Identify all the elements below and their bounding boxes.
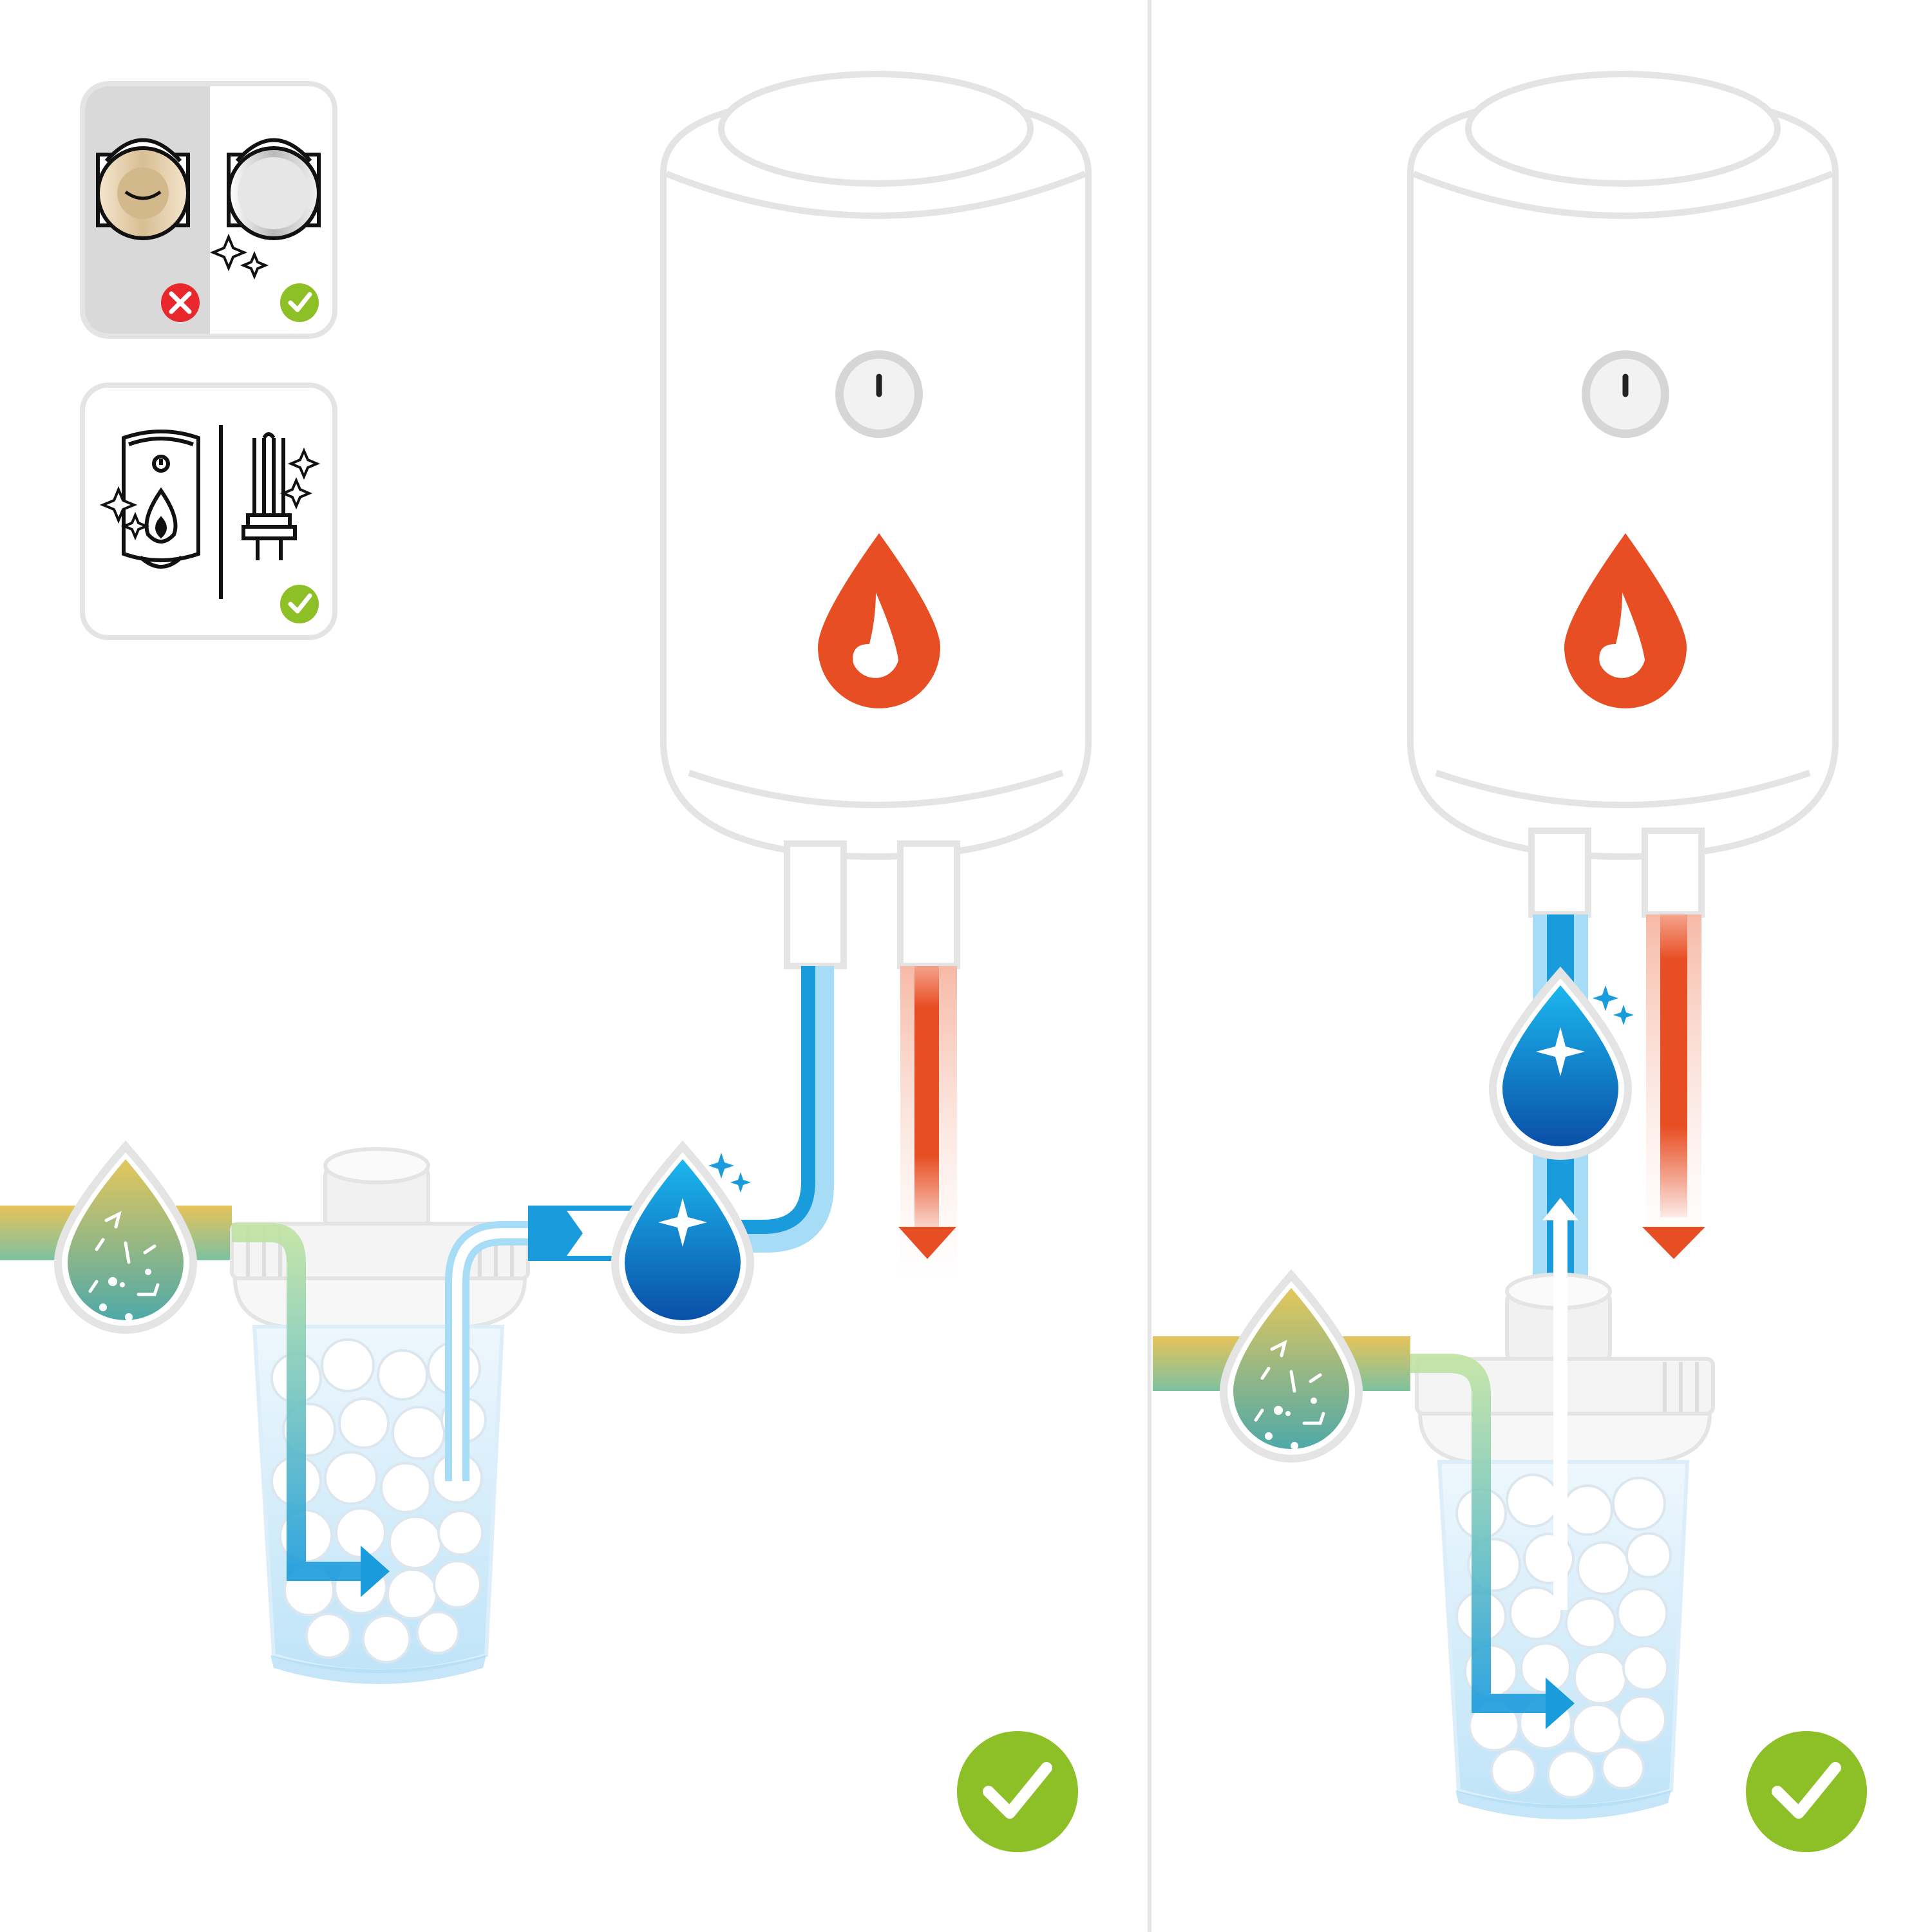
check-badge <box>280 585 319 623</box>
hot-water-drop-icon <box>818 533 940 708</box>
hot-water-drop-icon <box>1564 533 1687 708</box>
check-badge <box>1746 1731 1867 1852</box>
flow-path-up <box>1542 1198 1578 1610</box>
clean-water-drop-icon <box>611 1140 755 1334</box>
check-badge <box>280 283 319 322</box>
dirty-water-drop-icon <box>1219 1269 1363 1463</box>
power-knob <box>1582 350 1669 438</box>
water-heater-right <box>1407 71 1839 918</box>
legend-pipe-condition-card <box>80 81 337 339</box>
check-badge <box>957 1731 1078 1852</box>
hot-outlet-pipe <box>898 966 957 1282</box>
dirty-water-drop-icon <box>53 1140 198 1334</box>
flow-path-in <box>232 1223 390 1597</box>
scaled-pipe-icon <box>96 138 190 240</box>
flow-path-in <box>1410 1354 1575 1729</box>
hot-outlet-pipe <box>1642 914 1705 1259</box>
clean-water-drop-icon <box>1488 966 1634 1160</box>
sparkle-icon <box>279 447 321 510</box>
filter-beads <box>1455 1473 1672 1799</box>
sparkle-icon <box>99 486 150 541</box>
sparkle-icon <box>209 233 269 280</box>
clean-heating-element-icon <box>242 432 297 560</box>
clean-pipe-icon <box>227 138 321 240</box>
cold-inlet-pipe <box>683 966 834 1253</box>
cross-badge <box>161 283 200 322</box>
clean-boiler-icon <box>122 430 200 569</box>
water-heater-left <box>660 71 1092 969</box>
power-knob <box>835 350 923 438</box>
legend-appliance-protection-card <box>80 383 337 640</box>
